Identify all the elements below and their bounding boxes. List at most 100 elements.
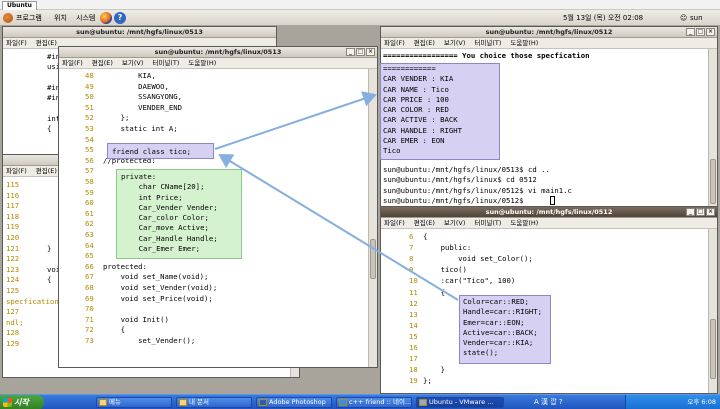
scrollbar-thumb[interactable] xyxy=(370,239,376,279)
close-button[interactable]: × xyxy=(706,28,715,36)
menu-help[interactable]: 도움말(H) xyxy=(188,59,217,67)
tray-clock[interactable]: 오후 6:08 xyxy=(687,398,716,406)
maximize-button[interactable]: □ xyxy=(696,28,705,36)
line-number: 18 xyxy=(409,365,418,375)
taskbar-item-vmware[interactable]: Ubuntu - VMware ... xyxy=(416,397,504,408)
line-number: 120 xyxy=(6,233,20,242)
window-controls: _□× xyxy=(685,208,715,217)
code-line: { xyxy=(47,275,52,285)
folder-icon xyxy=(179,399,187,406)
close-button[interactable]: × xyxy=(366,48,375,56)
window-title: sun@ubuntu: /mnt/hgfs/linux/0513 _□× xyxy=(59,47,377,58)
terminal-line: sun@ubuntu:/mnt/hgfs/linux$ cd 0512 xyxy=(383,175,537,185)
menu-file[interactable]: 파일(F) xyxy=(384,39,405,47)
terminal-body[interactable]: 48 KIA,49 DAEWOO,50 SSANGYONG,51 VENDER_… xyxy=(59,69,368,367)
scrollbar-thumb[interactable] xyxy=(710,319,716,379)
code-line: voi xyxy=(47,264,61,274)
code-line: VENDER_END xyxy=(103,102,183,112)
menu-file[interactable]: 파일(F) xyxy=(384,219,405,227)
menu-edit[interactable]: 편집(E) xyxy=(91,59,113,67)
menu-terminal[interactable]: 터미널(T) xyxy=(152,59,180,67)
line-number: ndl; xyxy=(6,317,24,327)
line-number: 117 xyxy=(6,201,20,211)
start-button[interactable]: 시작 xyxy=(0,395,44,409)
terminal-line: sun@ubuntu:/mnt/hgfs/linux/0513$ cd .. xyxy=(383,165,550,174)
menu-view[interactable]: 보기(V) xyxy=(443,219,466,227)
maximize-button[interactable]: □ xyxy=(356,48,365,56)
code-line: #in xyxy=(47,52,61,61)
code-line: { xyxy=(47,124,52,133)
menu-file[interactable]: 파일(F) xyxy=(6,167,27,175)
ime-indicator[interactable]: A 漢 깝 ? xyxy=(534,398,563,406)
scrollbar[interactable] xyxy=(708,229,717,393)
system-tray: 오후 6:08 xyxy=(625,395,720,409)
line-number: 52 xyxy=(85,113,94,123)
code-line: :car("Tico", 100) xyxy=(423,276,516,286)
vm-tab-ubuntu[interactable]: Ubuntu xyxy=(2,1,37,10)
taskbar-item-menu[interactable]: 메뉴 xyxy=(96,397,172,408)
line-number: 60 xyxy=(85,198,94,208)
terminal-line: sun@ubuntu:/mnt/hgfs/linux/0512$ vi main… xyxy=(383,185,572,195)
code-line: //protected: xyxy=(103,155,156,165)
menu-system[interactable]: 시스템 xyxy=(76,14,96,22)
maximize-button[interactable]: □ xyxy=(696,208,705,216)
line-number: 73 xyxy=(85,336,94,345)
folder-icon xyxy=(99,399,107,406)
panel-clock[interactable]: 5월 13일 (목) 오전 02:08 xyxy=(563,14,644,22)
menu-view[interactable]: 보기(V) xyxy=(443,39,466,47)
code-line: void set_Vender(void); xyxy=(103,283,218,292)
menu-terminal[interactable]: 터미널(T) xyxy=(474,219,502,227)
code-line: void set_Price(void); xyxy=(103,293,213,303)
gnome-foot-icon[interactable] xyxy=(3,13,13,23)
code-line: public: xyxy=(423,243,472,253)
code-line: usi xyxy=(47,62,61,71)
code-line: DAEWOO, xyxy=(103,81,169,91)
terminal-body[interactable]: #in usi #in #in int { xyxy=(3,49,267,155)
taskbar-item-documents[interactable]: 내 문서 xyxy=(176,397,252,408)
line-number: 50 xyxy=(85,92,94,102)
minimize-button[interactable]: _ xyxy=(346,48,355,56)
task-label: c++ friend :: 네이... xyxy=(349,398,412,406)
menu-view[interactable]: 보기(V) xyxy=(121,59,144,67)
scrollbar-thumb[interactable] xyxy=(710,159,716,204)
menu-places[interactable]: 위치 xyxy=(54,14,67,22)
window-title-text: sun@ubuntu: /mnt/hgfs/linux/0512 xyxy=(485,208,613,216)
line-number: 118 xyxy=(6,211,20,221)
line-number: 66 xyxy=(85,261,94,271)
scrollbar[interactable] xyxy=(708,49,717,210)
annotation-friend-class: friend class tico; xyxy=(107,143,214,159)
line-number: 49 xyxy=(85,81,94,91)
menu-edit[interactable]: 편집(E) xyxy=(35,39,57,47)
minimize-button[interactable]: _ xyxy=(686,28,695,36)
menu-applications[interactable]: 프로그램 xyxy=(16,14,42,22)
window-title: sun@ubuntu: /mnt/hgfs/linux/0512 _□× xyxy=(381,27,717,38)
help-icon[interactable]: ? xyxy=(114,12,126,24)
line-number: 59 xyxy=(85,187,94,197)
menu-edit[interactable]: 편집(E) xyxy=(413,39,435,47)
code-line: #in xyxy=(47,83,61,92)
output-header: ================= You choice those specf… xyxy=(383,51,590,60)
menu-file[interactable]: 파일(F) xyxy=(6,39,27,47)
code-line: }; xyxy=(423,376,432,386)
code-line: void Init() xyxy=(103,314,169,324)
firefox-icon[interactable] xyxy=(100,12,112,24)
line-number: 67 xyxy=(85,272,94,282)
task-label: Ubuntu - VMware ... xyxy=(429,398,494,406)
taskbar-item-browser[interactable]: c++ friend :: 네이... xyxy=(336,397,412,408)
close-button[interactable]: × xyxy=(706,208,715,216)
scrollbar[interactable] xyxy=(368,69,377,367)
menu-help[interactable]: 도움말(H) xyxy=(510,219,539,227)
minimize-button[interactable]: _ xyxy=(686,208,695,216)
window-controls: _□× xyxy=(345,48,375,57)
menu-file[interactable]: 파일(F) xyxy=(62,59,83,67)
taskbar-item-photoshop[interactable]: Adobe Photoshop xyxy=(256,397,332,408)
line-number: 129 xyxy=(6,339,20,348)
user-icon[interactable]: ☺ xyxy=(680,14,688,22)
panel-user[interactable]: sun xyxy=(690,14,703,22)
menu-edit[interactable]: 편집(E) xyxy=(35,167,57,175)
menu-edit[interactable]: 편집(E) xyxy=(413,219,435,227)
vmware-icon xyxy=(419,399,427,406)
menu-terminal[interactable]: 터미널(T) xyxy=(474,39,502,47)
menu-help[interactable]: 도움말(H) xyxy=(510,39,539,47)
